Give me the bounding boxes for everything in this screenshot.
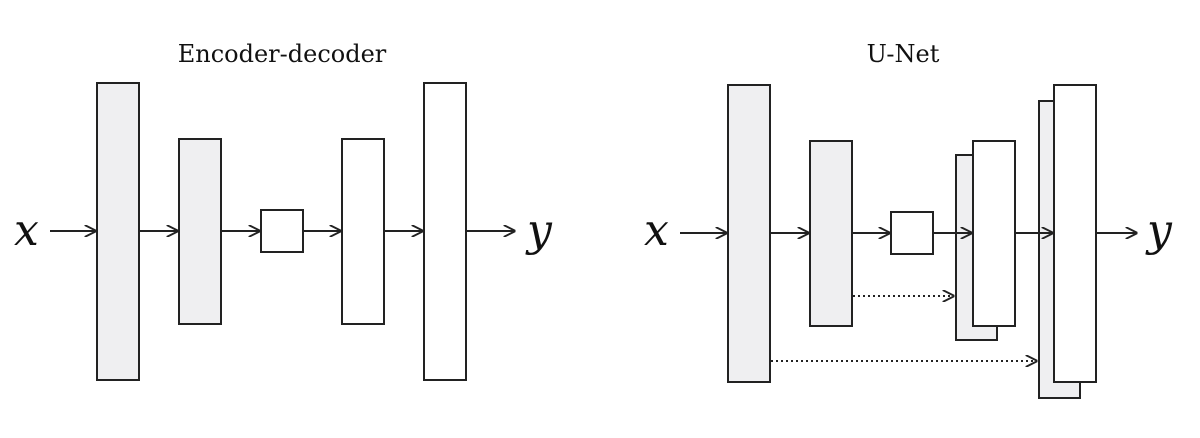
unet-bottleneck-block (890, 211, 934, 255)
unet-decoder-block-2 (1053, 84, 1097, 383)
encoder-block-1 (96, 82, 140, 381)
encoder-decoder-title: Encoder-decoder (178, 40, 387, 68)
decoder-block-1 (341, 138, 385, 325)
encoder-block-2 (178, 138, 222, 325)
unet-panel: U-Net x y (644, 40, 1173, 399)
encoder-decoder-panel: Encoder-decoder x y (14, 40, 553, 381)
unet-decoder-block-1 (972, 140, 1016, 327)
unet-encoder-block-2 (809, 140, 853, 327)
decoder-block-2 (423, 82, 467, 381)
encoder-decoder-output-label: y (525, 205, 553, 256)
unet-input-label: x (644, 205, 669, 256)
unet-title: U-Net (867, 40, 940, 68)
unet-encoder-block-1 (727, 84, 771, 383)
encoder-decoder-input-label: x (14, 205, 39, 256)
bottleneck-block (260, 209, 304, 253)
unet-output-label: y (1145, 205, 1173, 256)
